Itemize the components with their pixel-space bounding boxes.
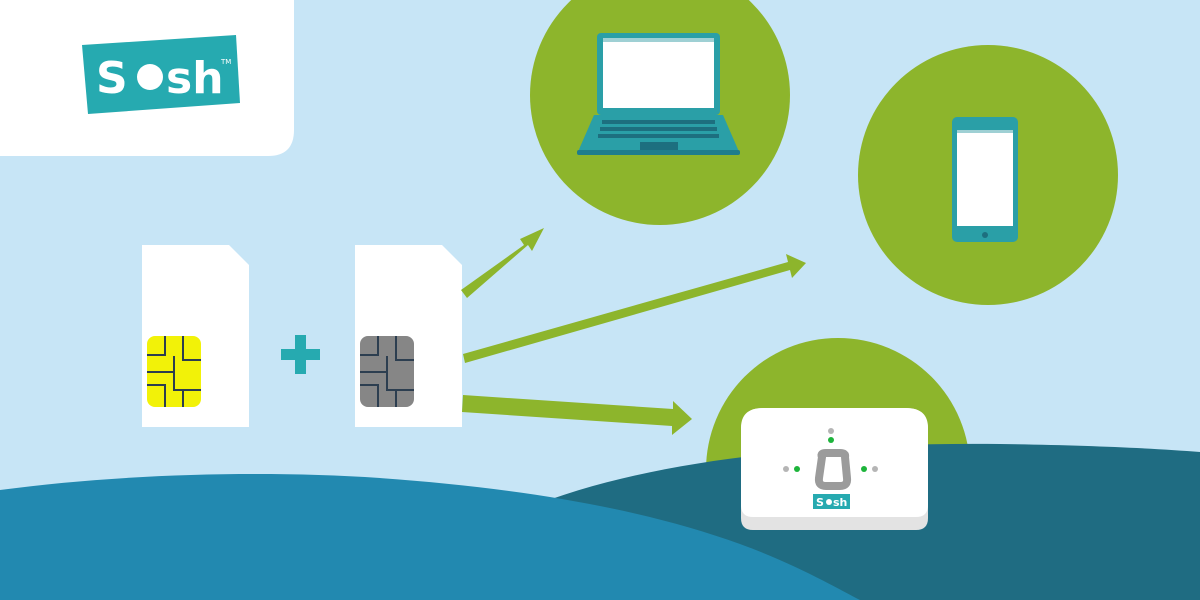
indicator-top-green: [828, 437, 834, 443]
indicator-right-green: [861, 466, 867, 472]
plus-icon: [281, 335, 320, 374]
sosh-logo: S sh TM: [82, 35, 240, 114]
indicator-left-green: [794, 466, 800, 472]
logo-letters-sh: sh: [166, 53, 224, 104]
smartphone-icon: [952, 117, 1018, 242]
router-sosh-label: S sh: [813, 494, 850, 509]
svg-text:S: S: [816, 496, 824, 509]
wifi-router-icon: S sh: [741, 408, 928, 530]
laptop-icon: [577, 33, 740, 155]
svg-text:sh: sh: [833, 496, 847, 509]
logo-letter-s: S: [96, 53, 128, 104]
sim-card-icon: [355, 245, 462, 427]
indicator-top-gray: [828, 428, 834, 434]
logo-dot: [137, 64, 163, 90]
light-wave: [0, 474, 860, 600]
indicator-right-gray: [872, 466, 878, 472]
indicator-left-gray: [783, 466, 789, 472]
logo-trademark: TM: [220, 58, 231, 66]
arrow-icon: [461, 228, 806, 435]
sim-card-icon: [142, 245, 249, 427]
